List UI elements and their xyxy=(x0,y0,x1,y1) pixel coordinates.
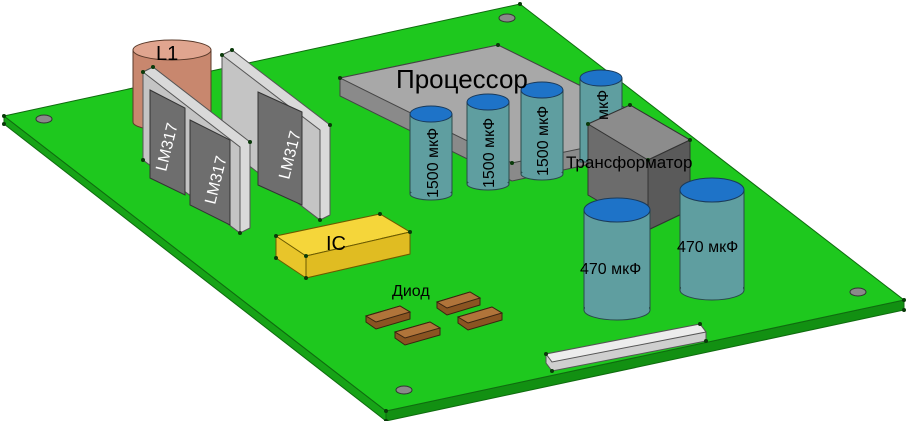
regulator-1 xyxy=(141,65,252,235)
label-cap-1500-2: 1500 мкФ xyxy=(481,118,498,188)
label-cap-470-1: 470 мкФ xyxy=(580,261,641,278)
diode-3 xyxy=(456,306,504,331)
label-ic: IC xyxy=(326,233,346,255)
label-inductor: L1 xyxy=(156,43,178,65)
label-cap-1500-1: 1500 мкФ xyxy=(425,128,442,198)
label-transformer: Трансформатор xyxy=(566,153,692,172)
edge-connector xyxy=(544,322,708,373)
diode-4 xyxy=(393,321,442,346)
capacitor-1500-3 xyxy=(520,81,564,181)
diode-1 xyxy=(435,291,482,316)
mounting-hole xyxy=(849,287,867,297)
capacitor-1500-2 xyxy=(466,93,510,191)
mounting-hole xyxy=(395,385,413,395)
capacitor-1500-1 xyxy=(409,105,453,201)
capacitor-470-2 xyxy=(679,177,745,301)
diode-2 xyxy=(364,305,412,330)
diodes xyxy=(364,291,504,346)
mounting-hole xyxy=(498,13,516,23)
mounting-holes xyxy=(35,13,867,395)
label-cap-4: мкФ xyxy=(595,90,612,120)
label-cap-470-2: 470 мкФ xyxy=(677,239,738,256)
mounting-hole xyxy=(35,114,53,124)
ic-chip xyxy=(274,212,412,280)
label-cap-1500-3: 1500 мкФ xyxy=(535,106,552,176)
label-processor: Процессор xyxy=(396,64,528,94)
label-diode: Диод xyxy=(392,283,430,300)
regulator-3 xyxy=(220,48,332,222)
capacitor-470-1 xyxy=(583,197,651,321)
